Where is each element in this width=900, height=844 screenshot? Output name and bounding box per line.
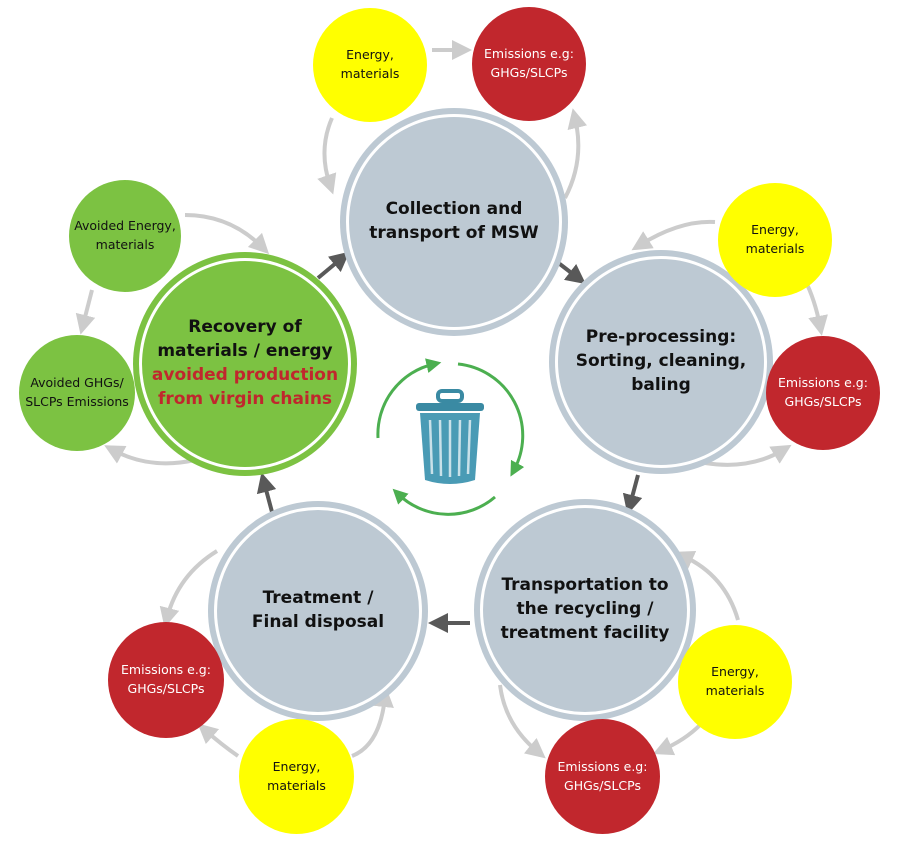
stage-treatment-line2: Final disposal — [251, 612, 385, 632]
arrow-energy-to-preprocessing — [631, 219, 716, 251]
recycling-bin-icon — [416, 389, 484, 484]
arrow-energy-to-emissions-bottomright — [652, 723, 702, 756]
arrow-treatment-to-recovery — [256, 472, 277, 513]
input-label-line1: Energy, — [346, 47, 394, 63]
stage-transportation: Transportation to the recycling / treatm… — [480, 505, 690, 715]
avoided-emissions-line2: SLCPs Emissions — [25, 394, 129, 409]
stage-recovery-line1: Recovery of — [188, 317, 302, 338]
stage-recovery-highlight1: avoided production — [151, 365, 339, 385]
stage-treatment: Treatment / Final disposal — [214, 507, 422, 715]
stage-recovery: Recovery of materials / energy avoided p… — [139, 258, 351, 470]
emissions-label-line2: GHGs/SLCPs — [564, 777, 641, 793]
arrow-preprocessing-to-emissions — [704, 444, 792, 467]
avoided-energy-line2: materials — [95, 237, 155, 252]
arrow-avoided-energy-to-avoided-emissions — [75, 289, 96, 335]
stage-transportation-line3: treatment facility — [500, 622, 670, 643]
stage-collection: Collection and transport of MSW — [346, 114, 562, 330]
input-label-line2: materials — [267, 777, 326, 793]
input-energy-bottomright: Energy, materials — [678, 625, 792, 739]
emissions-label-line2: GHGs/SLCPs — [784, 394, 862, 409]
input-label-line2: materials — [340, 66, 400, 81]
emissions-bottomright: Emissions e.g: GHGs/SLCPs — [545, 719, 660, 834]
emissions-label-line1: Emissions e.g: — [778, 375, 868, 391]
emissions-label-line2: GHGs/SLCPs — [490, 65, 568, 80]
avoided-energy-line1: Avoided Energy, — [74, 218, 176, 234]
arrow-energy-to-collection — [317, 117, 337, 195]
arrow-preprocessing-to-transportation — [622, 474, 643, 515]
input-energy-right: Energy, materials — [718, 183, 832, 297]
stage-treatment-line1: Treatment / — [262, 588, 374, 609]
arrow-energy-to-emissions-bottomleft — [197, 723, 240, 758]
emissions-label-line2: GHGs/SLCPs — [127, 681, 205, 696]
input-energy-top: Energy, materials — [313, 8, 427, 122]
arrow-collection-to-emissions — [563, 108, 588, 199]
emissions-bottomleft: Emissions e.g: GHGs/SLCPs — [108, 622, 224, 738]
stage-preprocessing-line3: baling — [631, 374, 691, 395]
input-energy-bottomleft: Energy, materials — [239, 719, 354, 834]
arrow-collection-to-preprocessing — [550, 256, 586, 285]
emissions-label-line1: Emissions e.g: — [484, 46, 574, 62]
arrow-recovery-to-collection — [316, 251, 350, 280]
input-label-line2: materials — [705, 683, 765, 698]
input-label-line1: Energy, — [272, 758, 321, 774]
cycle-arrow-top — [376, 358, 442, 439]
stage-preprocessing-line2: Sorting, cleaning, — [575, 351, 747, 372]
emissions-right: Emissions e.g: GHGs/SLCPs — [766, 336, 880, 450]
avoided-emissions-line1: Avoided GHGs/ — [30, 375, 124, 391]
arrow-recovery-to-avoided-emissions — [104, 445, 196, 466]
input-label-line2: materials — [745, 241, 805, 256]
stage-transportation-line2: the recycling / — [516, 599, 654, 620]
emissions-label-line1: Emissions e.g: — [121, 662, 211, 678]
stage-recovery-line2: materials / energy — [157, 341, 333, 362]
arrow-transportation-to-emissions — [498, 684, 546, 759]
avoided-emissions: Avoided GHGs/ SLCPs Emissions — [19, 335, 135, 451]
emissions-top: Emissions e.g: GHGs/SLCPs — [472, 7, 586, 121]
arrow-energy-to-transportation — [673, 551, 740, 621]
cycle-arrow-bottom — [392, 488, 496, 516]
stage-recovery-highlight2: from virgin chains — [157, 388, 333, 409]
cycle-arrow-right — [457, 362, 525, 477]
input-label-line1: Energy, — [711, 664, 759, 680]
stage-collection-line2: transport of MSW — [369, 223, 539, 243]
arrow-avoided-energy-to-recovery — [184, 213, 270, 255]
stage-preprocessing-line1: Pre-processing: — [585, 327, 737, 348]
avoided-energy: Avoided Energy, materials — [69, 180, 181, 292]
emissions-label-line1: Emissions e.g: — [557, 758, 648, 774]
stage-collection-line1: Collection and — [385, 199, 523, 220]
stage-preprocessing: Pre-processing: Sorting, cleaning, balin… — [555, 256, 767, 468]
input-label-line1: Energy, — [751, 222, 799, 238]
stage-transportation-line1: Transportation to — [501, 575, 669, 596]
arrow-energy-to-treatment — [351, 687, 394, 758]
arrow-treatment-to-emissions — [159, 549, 219, 628]
